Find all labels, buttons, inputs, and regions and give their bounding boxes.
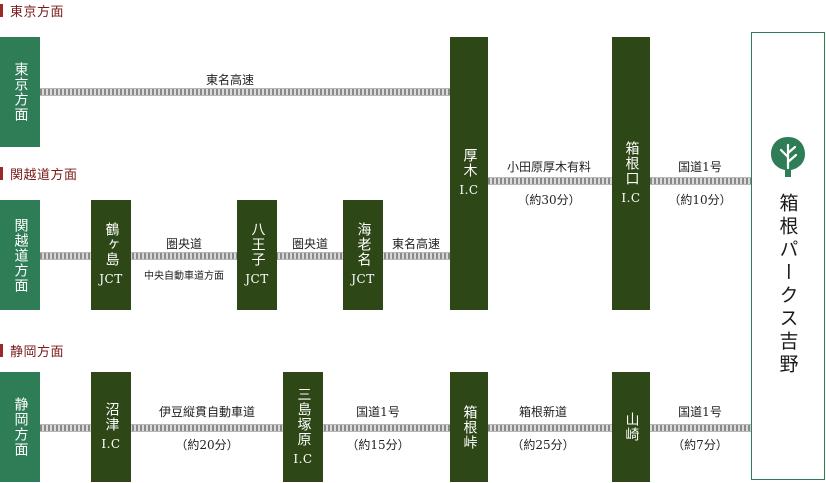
route-time-odawara-atsugi: （約30分） bbox=[517, 193, 581, 207]
origin-tokyo-label: 東京方面 bbox=[12, 62, 29, 122]
node-hakonetoge: 箱根峠 bbox=[450, 372, 488, 482]
route-label-kenodo-2: 圏央道 bbox=[291, 237, 329, 251]
node-mishima-sub: I.C bbox=[293, 451, 313, 466]
node-mishima-ic: 三島塚原 I.C bbox=[283, 372, 323, 482]
node-atsugi-sub: I.C bbox=[459, 183, 479, 197]
node-atsugi-name: 厚木 bbox=[461, 148, 478, 178]
road-tomei-top bbox=[40, 88, 450, 96]
route-time-hakone-shindo: （約25分） bbox=[511, 438, 575, 452]
node-mishima-name: 三島塚原 bbox=[295, 386, 312, 447]
road-route1-top bbox=[650, 177, 751, 185]
route-time-route1-yamazaki: （約7分） bbox=[672, 438, 728, 452]
road-shizuoka-row bbox=[40, 424, 751, 432]
route-sub-chuo: 中央自動車道方面 bbox=[144, 271, 224, 282]
node-ebina-name: 海老名 bbox=[355, 222, 372, 267]
destination-panel: 箱根パークス吉野 bbox=[751, 32, 825, 480]
node-ebina-sub: JCT bbox=[351, 272, 375, 286]
origin-tokyo: 東京方面 bbox=[0, 37, 40, 147]
route-label-hakone-shindo: 箱根新道 bbox=[518, 405, 568, 419]
origin-kanetsu-label: 関越道方面 bbox=[12, 217, 29, 293]
route-time-izu: （約20分） bbox=[175, 438, 239, 452]
route-label-tomei-top: 東名高速 bbox=[205, 73, 255, 87]
header-bar bbox=[0, 3, 3, 17]
section-header-kanetsu: 関越道方面 bbox=[0, 164, 78, 183]
route-label-odawara-atsugi: 小田原厚木有料 bbox=[506, 160, 592, 174]
route-time-route1-top: （約10分） bbox=[668, 193, 732, 207]
node-hakoneguchi-ic: 箱根口 I.C bbox=[612, 37, 650, 310]
tree-logo-icon bbox=[771, 137, 805, 177]
node-hakoneguchi-name: 箱根口 bbox=[623, 140, 640, 186]
section-header-shizuoka: 静岡方面 bbox=[0, 341, 65, 360]
route-label-tomei-mid: 東名高速 bbox=[391, 237, 441, 251]
section-title-kanetsu: 関越道方面 bbox=[10, 167, 78, 183]
route-label-izu: 伊豆縦貫自動車道 bbox=[158, 405, 256, 419]
node-hachioji-jct: 八王子 JCT bbox=[237, 200, 277, 310]
origin-kanetsu: 関越道方面 bbox=[0, 200, 40, 310]
header-bar bbox=[0, 166, 3, 180]
route-label-kenodo-1: 圏央道 bbox=[165, 237, 203, 251]
node-numazu-name: 沼津 bbox=[103, 401, 120, 432]
node-atsugi-ic: 厚木 I.C bbox=[450, 37, 488, 310]
node-tsurugashima-sub: JCT bbox=[99, 272, 123, 286]
destination-name: 箱根パークス吉野 bbox=[776, 193, 799, 377]
node-hakonetoge-name: 箱根峠 bbox=[461, 404, 478, 450]
node-yamazaki: 山崎 bbox=[612, 372, 650, 482]
node-hachioji-name: 八王子 bbox=[249, 222, 266, 267]
road-odawara-atsugi bbox=[488, 177, 612, 185]
route-label-route1-yamazaki: 国道1号 bbox=[678, 405, 722, 419]
origin-shizuoka: 静岡方面 bbox=[0, 372, 40, 482]
node-numazu-ic: 沼津 I.C bbox=[91, 372, 131, 482]
header-bar bbox=[0, 343, 3, 357]
node-ebina-jct: 海老名 JCT bbox=[343, 200, 383, 310]
node-tsurugashima-name: 鶴ヶ島 bbox=[103, 222, 120, 267]
node-yamazaki-name: 山崎 bbox=[623, 412, 640, 442]
route-time-route1-mishima: （約15分） bbox=[346, 438, 410, 452]
section-title-shizuoka: 静岡方面 bbox=[10, 344, 65, 360]
section-header-tokyo: 東京方面 bbox=[0, 1, 65, 20]
origin-shizuoka-label: 静岡方面 bbox=[12, 397, 29, 457]
node-numazu-sub: I.C bbox=[101, 436, 121, 451]
node-tsurugashima-jct: 鶴ヶ島 JCT bbox=[91, 200, 131, 310]
section-title-tokyo: 東京方面 bbox=[10, 4, 65, 20]
node-hachioji-sub: JCT bbox=[245, 272, 269, 286]
route-label-route1-top: 国道1号 bbox=[678, 160, 722, 174]
route-label-route1-mishima: 国道1号 bbox=[356, 405, 400, 419]
node-hakoneguchi-sub: I.C bbox=[621, 190, 641, 205]
